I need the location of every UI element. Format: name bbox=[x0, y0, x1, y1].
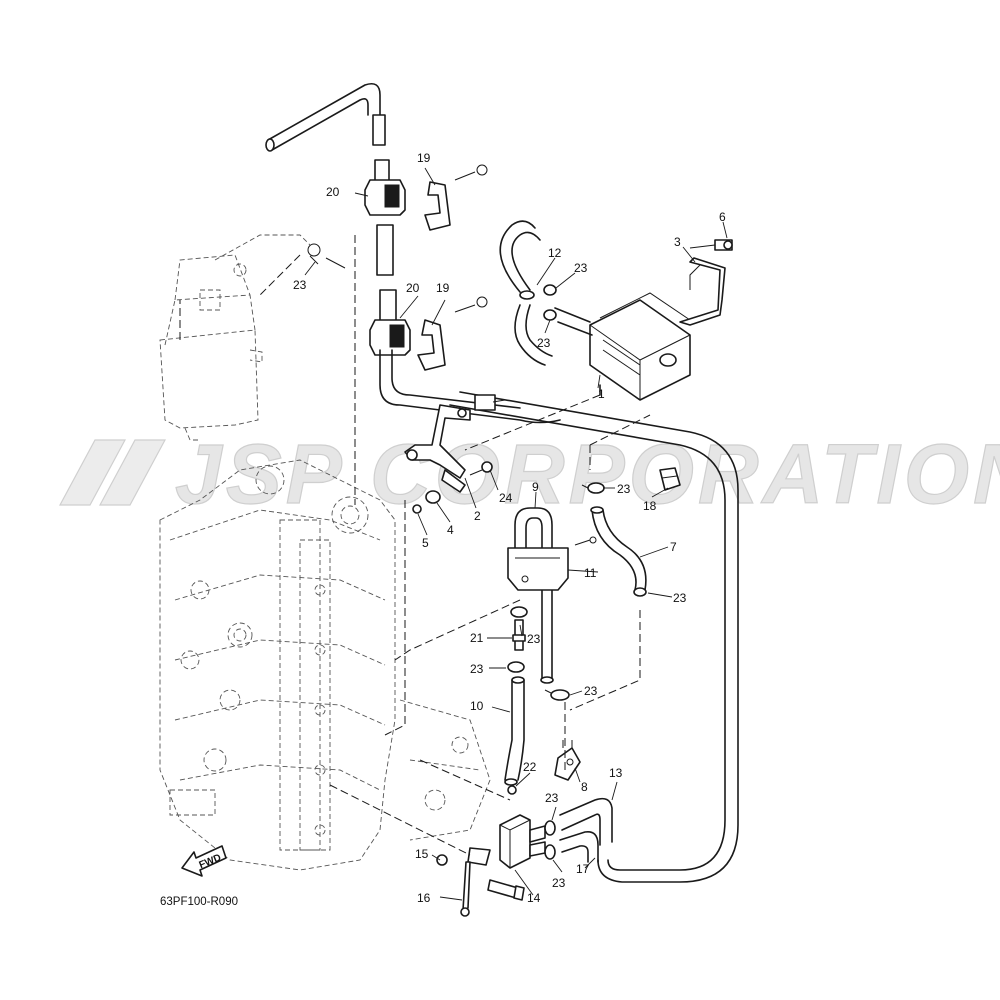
joint-20-upper bbox=[364, 164, 488, 231]
callout-7: 7 bbox=[670, 540, 677, 554]
watermark-text: JSP CORPORATION bbox=[175, 427, 1000, 521]
callout-13: 13 bbox=[609, 766, 623, 780]
watermark: JSP CORPORATION bbox=[58, 426, 1000, 522]
callout-17: 17 bbox=[576, 862, 590, 876]
callout-16: 16 bbox=[417, 891, 431, 905]
callout-23b: 23 bbox=[574, 261, 588, 275]
callout-20b: 20 bbox=[406, 281, 420, 295]
hose-13 bbox=[559, 797, 613, 846]
callout-23i: 23 bbox=[545, 791, 559, 805]
callout-23g: 23 bbox=[470, 662, 484, 676]
vent-hose bbox=[379, 349, 739, 883]
callout-20a: 20 bbox=[326, 185, 340, 199]
bracket-16 bbox=[436, 847, 525, 917]
callout-5: 5 bbox=[422, 536, 429, 550]
callout-3: 3 bbox=[674, 235, 681, 249]
hose-7 bbox=[590, 506, 647, 597]
routing-lines bbox=[179, 235, 651, 856]
callout-23c: 23 bbox=[537, 336, 551, 350]
callout-1: 1 bbox=[598, 387, 605, 401]
leader-lines bbox=[304, 167, 728, 901]
callout-9: 9 bbox=[532, 480, 539, 494]
callout-23d: 23 bbox=[617, 482, 631, 496]
drawing-code: 63PF100-R090 bbox=[160, 896, 238, 908]
callout-23j: 23 bbox=[552, 876, 566, 890]
joint-20-lower bbox=[369, 296, 488, 371]
callout-23f: 23 bbox=[527, 632, 541, 646]
bracket-2 bbox=[404, 394, 506, 514]
vapor-separator bbox=[159, 234, 346, 441]
callout-14: 14 bbox=[527, 891, 541, 905]
callout-10: 10 bbox=[470, 699, 484, 713]
callout-19b: 19 bbox=[436, 281, 450, 295]
clamp-23-a bbox=[543, 284, 557, 321]
clamp-22 bbox=[507, 785, 517, 795]
valve-8 bbox=[554, 740, 581, 781]
pipe-9 bbox=[514, 507, 554, 684]
joint-21 bbox=[507, 606, 528, 673]
bracket-3 bbox=[679, 239, 733, 326]
callout-21: 21 bbox=[470, 631, 484, 645]
clamp-23-d bbox=[544, 820, 556, 860]
callout-4: 4 bbox=[447, 523, 454, 537]
hose-12 bbox=[499, 220, 541, 300]
callout-19a: 19 bbox=[417, 151, 431, 165]
callout-6: 6 bbox=[719, 210, 726, 224]
clip-18 bbox=[659, 467, 681, 491]
callout-15: 15 bbox=[415, 847, 429, 861]
callout-8: 8 bbox=[581, 780, 588, 794]
callout-18: 18 bbox=[643, 499, 657, 513]
bracket-11 bbox=[507, 536, 597, 591]
hose-17 bbox=[559, 830, 599, 863]
engine-block bbox=[159, 459, 491, 871]
callout-23a: 23 bbox=[293, 278, 307, 292]
fwd-arrow: FWD bbox=[181, 845, 227, 877]
callout-23h: 23 bbox=[584, 684, 598, 698]
callout-22: 22 bbox=[523, 760, 537, 774]
canister-1 bbox=[554, 292, 691, 401]
top-hose bbox=[265, 82, 397, 351]
callout-11: 11 bbox=[584, 566, 597, 580]
callout-12: 12 bbox=[548, 246, 562, 260]
solenoid-14 bbox=[499, 814, 546, 869]
clamp-23-c bbox=[544, 689, 570, 701]
hose-10 bbox=[504, 676, 525, 786]
callout-2: 2 bbox=[474, 509, 481, 523]
callout-23e: 23 bbox=[673, 591, 687, 605]
hose-lower-bend bbox=[514, 304, 553, 366]
callout-24: 24 bbox=[499, 491, 513, 505]
callout-labels: 1 2 3 4 5 6 7 8 9 10 11 12 13 14 15 16 1… bbox=[293, 151, 726, 905]
